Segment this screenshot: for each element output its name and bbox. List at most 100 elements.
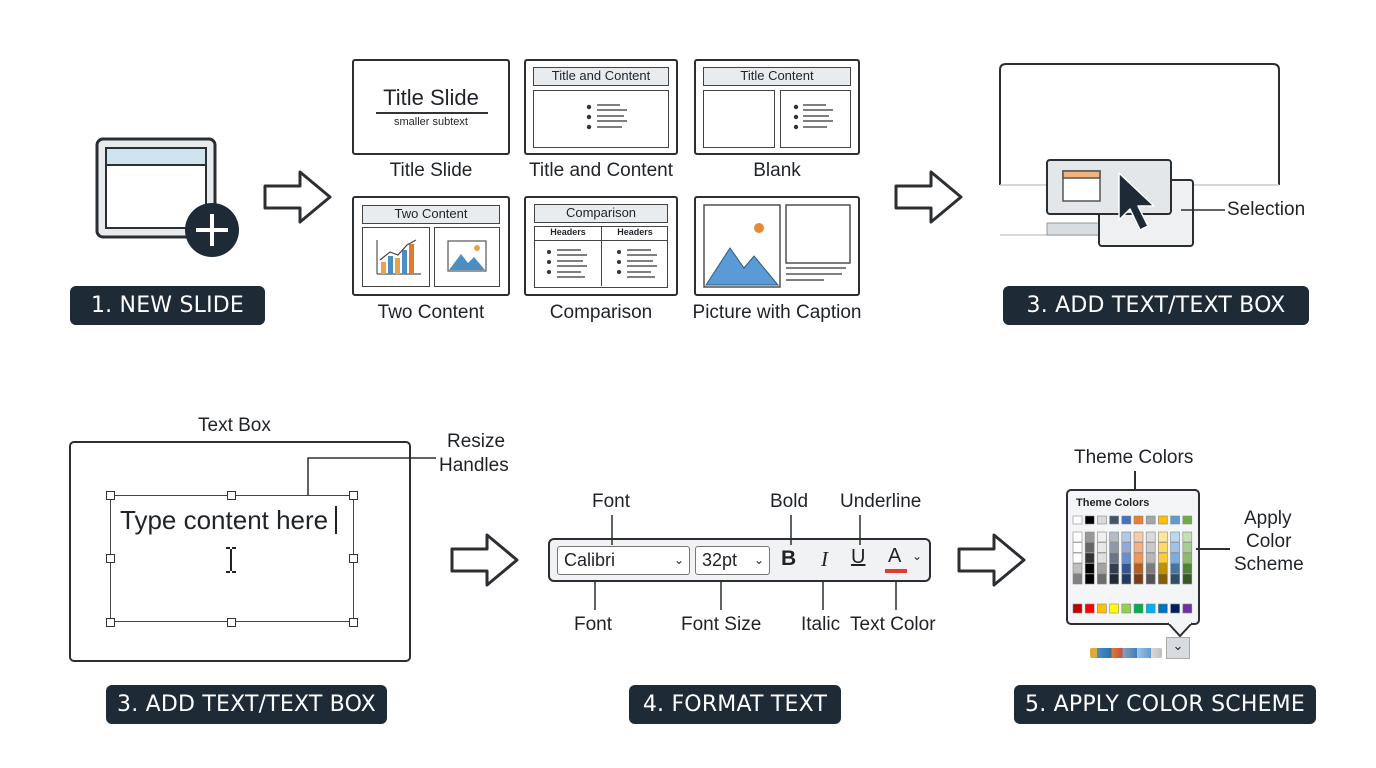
theme-color-swatch[interactable] [1133, 515, 1144, 525]
column-header: Headers [601, 227, 668, 241]
bold-button[interactable]: B [781, 547, 797, 570]
theme-color-swatch[interactable] [1084, 515, 1095, 525]
theme-color-shade[interactable] [1170, 573, 1180, 585]
theme-color-swatch[interactable] [1145, 515, 1156, 525]
theme-color-shade[interactable] [1170, 563, 1180, 574]
color-scheme-strip[interactable] [1090, 648, 1162, 658]
theme-color-shade[interactable] [1084, 531, 1095, 543]
theme-color-shade[interactable] [1097, 531, 1107, 543]
theme-color-shade[interactable] [1158, 531, 1168, 543]
resize-handle[interactable] [349, 554, 358, 563]
resize-handle[interactable] [106, 491, 115, 500]
theme-color-shade[interactable] [1158, 552, 1168, 564]
theme-color-shade[interactable] [1145, 531, 1156, 543]
theme-color-shade[interactable] [1072, 563, 1083, 574]
theme-color-shade[interactable] [1145, 552, 1156, 564]
layout-picture-with-caption[interactable] [694, 196, 860, 296]
theme-color-shade[interactable] [1158, 542, 1168, 553]
theme-color-shade[interactable] [1145, 563, 1156, 574]
theme-color-shade[interactable] [1170, 531, 1180, 543]
text-color-button[interactable]: A ⌄ [884, 545, 924, 575]
theme-color-swatch[interactable] [1109, 515, 1119, 525]
theme-color-shade[interactable] [1133, 563, 1144, 574]
standard-color-swatch[interactable] [1109, 603, 1119, 614]
theme-color-shade[interactable] [1182, 542, 1193, 553]
theme-color-shade[interactable] [1182, 573, 1193, 585]
theme-color-shade[interactable] [1109, 563, 1119, 574]
theme-color-shade[interactable] [1097, 552, 1107, 564]
theme-color-shade[interactable] [1145, 542, 1156, 553]
theme-color-shade[interactable] [1072, 542, 1083, 553]
theme-color-shade[interactable] [1072, 573, 1083, 585]
theme-color-shade[interactable] [1133, 552, 1144, 564]
theme-color-shade[interactable] [1072, 552, 1083, 564]
standard-color-swatch[interactable] [1084, 603, 1095, 614]
standard-color-swatch[interactable] [1182, 603, 1193, 614]
theme-color-shade[interactable] [1072, 531, 1083, 543]
standard-color-swatch[interactable] [1170, 603, 1180, 614]
layout-subtitle-text: smaller subtext [394, 116, 468, 128]
theme-color-shade[interactable] [1158, 573, 1168, 585]
italic-button[interactable]: I [821, 547, 828, 571]
theme-color-swatch[interactable] [1182, 515, 1193, 525]
arrow-right-icon [450, 533, 519, 587]
theme-color-swatch[interactable] [1072, 515, 1083, 525]
textbox-content[interactable]: Type content here [120, 505, 329, 535]
theme-color-swatch[interactable] [1170, 515, 1180, 525]
resize-handle[interactable] [227, 491, 236, 500]
theme-color-shade[interactable] [1121, 563, 1132, 574]
font-select[interactable]: Calibri ⌄ [557, 546, 690, 575]
resize-handle[interactable] [106, 554, 115, 563]
layout-comparison[interactable]: Comparison Headers Headers [524, 196, 678, 296]
theme-color-shade[interactable] [1133, 531, 1144, 543]
label-font-bottom: Font [574, 614, 613, 635]
theme-color-shade[interactable] [1097, 542, 1107, 553]
theme-color-shade[interactable] [1109, 552, 1119, 564]
resize-handle[interactable] [227, 618, 236, 627]
standard-color-swatch[interactable] [1133, 603, 1144, 614]
standard-color-swatch[interactable] [1158, 603, 1168, 614]
standard-color-swatch[interactable] [1072, 603, 1083, 614]
bullet-list-icon [547, 249, 657, 278]
resize-handle[interactable] [349, 618, 358, 627]
theme-color-shade[interactable] [1121, 573, 1132, 585]
theme-color-shade[interactable] [1109, 573, 1119, 585]
theme-color-swatch[interactable] [1121, 515, 1132, 525]
layout-blank[interactable]: Title Content [694, 59, 860, 155]
color-scheme-dropdown-button[interactable]: ⌄ [1166, 637, 1190, 659]
standard-color-swatch[interactable] [1097, 603, 1107, 614]
theme-color-shade[interactable] [1084, 563, 1095, 574]
resize-handle[interactable] [106, 618, 115, 627]
theme-color-shade[interactable] [1084, 552, 1095, 564]
theme-color-shade[interactable] [1170, 552, 1180, 564]
theme-color-shade[interactable] [1145, 573, 1156, 585]
theme-color-swatch[interactable] [1097, 515, 1107, 525]
theme-color-shade[interactable] [1097, 563, 1107, 574]
theme-color-shade[interactable] [1084, 573, 1095, 585]
theme-color-shade[interactable] [1121, 542, 1132, 553]
color-swatch-grid[interactable] [1068, 512, 1198, 624]
theme-color-shade[interactable] [1121, 531, 1132, 543]
underline-button[interactable]: U [851, 546, 866, 568]
resize-handle[interactable] [349, 491, 358, 500]
theme-color-shade[interactable] [1109, 542, 1119, 553]
theme-color-shade[interactable] [1121, 552, 1132, 564]
theme-color-shade[interactable] [1133, 573, 1144, 585]
layout-title-slide[interactable]: Title Slide smaller subtext [352, 59, 510, 155]
theme-color-shade[interactable] [1182, 531, 1193, 543]
theme-color-shade[interactable] [1182, 552, 1193, 564]
theme-color-swatch[interactable] [1158, 515, 1168, 525]
standard-color-swatch[interactable] [1121, 603, 1132, 614]
font-size-select[interactable]: 32pt ⌄ [695, 546, 770, 575]
textbox-title: Text Box [198, 415, 271, 436]
standard-color-swatch[interactable] [1145, 603, 1156, 614]
theme-color-shade[interactable] [1170, 542, 1180, 553]
theme-color-shade[interactable] [1084, 542, 1095, 553]
layout-title-and-content[interactable]: Title and Content [524, 59, 678, 155]
theme-color-shade[interactable] [1133, 542, 1144, 553]
theme-color-shade[interactable] [1097, 573, 1107, 585]
theme-color-shade[interactable] [1158, 563, 1168, 574]
theme-color-shade[interactable] [1182, 563, 1193, 574]
theme-color-shade[interactable] [1109, 531, 1119, 543]
layout-two-content[interactable]: Two Content [352, 196, 510, 296]
